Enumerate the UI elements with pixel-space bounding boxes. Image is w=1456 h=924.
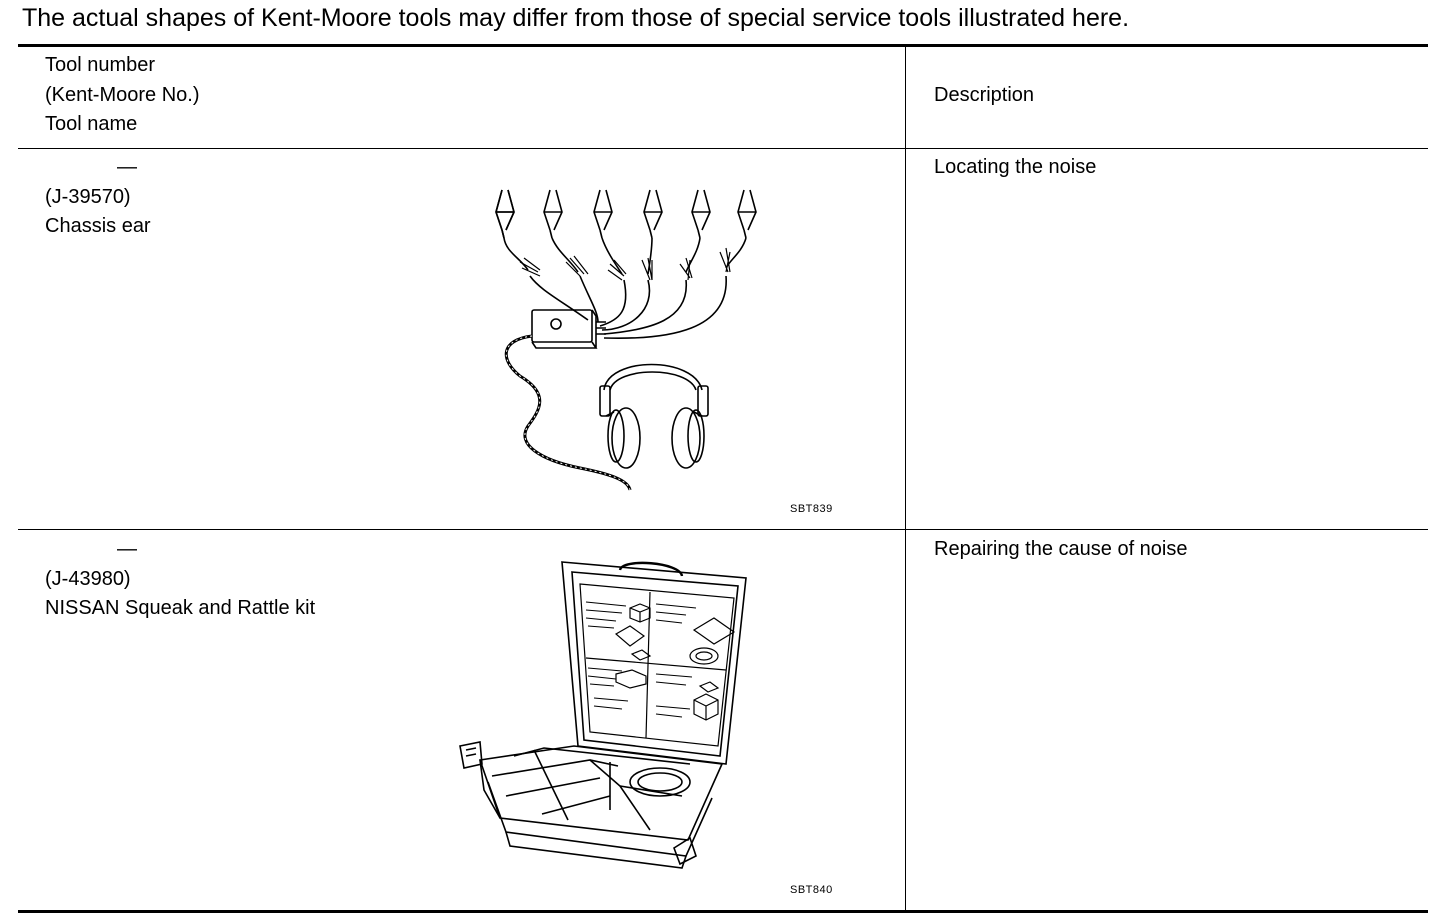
header-tool-column: Tool number (Kent-Moore No.) Tool name	[45, 51, 200, 140]
header-tool-name: Tool name	[45, 113, 138, 135]
row-2-tool-name: NISSAN Squeak and Rattle kit	[45, 597, 316, 619]
intro-note: The actual shapes of Kent-Moore tools ma…	[22, 4, 1130, 32]
squeak-rattle-kit-illustration	[459, 561, 747, 869]
table-bottom-rule	[18, 910, 1428, 913]
header-tool-number: Tool number	[45, 54, 156, 76]
row-2-figure-code: SBT840	[790, 884, 833, 896]
row-1-kent-moore-no: (J-39570)	[45, 185, 131, 208]
row-2-tool-info: — (J-43980) NISSAN Squeak and Rattle kit	[45, 535, 315, 624]
column-divider	[905, 45, 906, 912]
row-1-figure-code: SBT839	[790, 503, 833, 515]
row-2-tool-number: —	[117, 538, 137, 560]
table-top-rule	[18, 44, 1428, 47]
chassis-ear-illustration	[495, 189, 757, 491]
row-2-description: Repairing the cause of noise	[934, 538, 1188, 560]
header-kent-moore-no: (Kent-Moore No.)	[45, 83, 200, 106]
header-description: Description	[934, 84, 1035, 106]
row-1-tool-number: —	[117, 156, 137, 178]
row-1-tool-info: — (J-39570) Chassis ear	[45, 153, 151, 242]
row-2-kent-moore-no: (J-43980)	[45, 567, 131, 590]
header-rule	[18, 148, 1428, 149]
row-1-tool-name: Chassis ear	[45, 215, 151, 237]
row-1-description: Locating the noise	[934, 156, 1097, 178]
row-1-rule	[18, 529, 1428, 530]
